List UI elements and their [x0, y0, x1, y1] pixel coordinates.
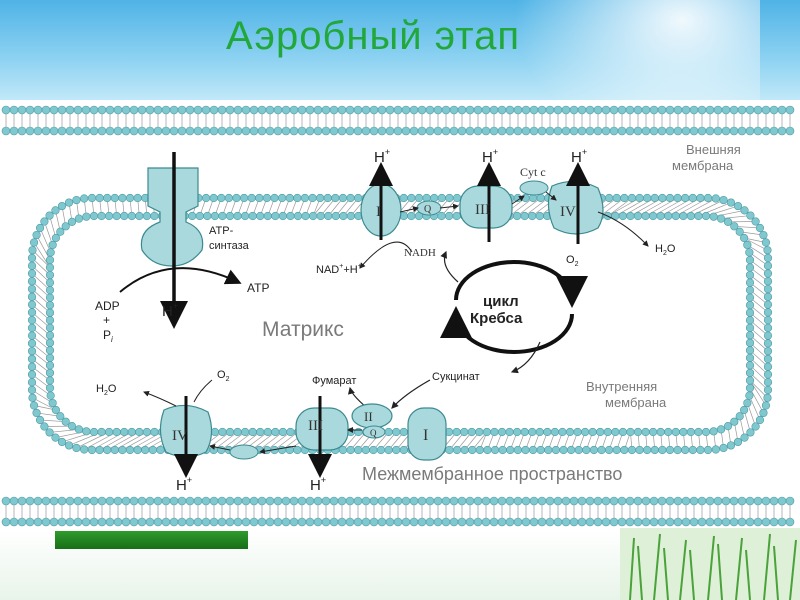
- h-plus-synthase: H+: [162, 301, 178, 320]
- outer-membrane-label-2: мембрана: [672, 158, 734, 173]
- pi-label: Pi: [103, 328, 113, 344]
- q-bottom: [362, 425, 386, 439]
- inner-membrane-label-1: Внутренняя: [586, 379, 657, 394]
- q-top-label: Q: [424, 204, 432, 215]
- outer-membrane: [1, 105, 795, 527]
- h-plus-bottom-1: H+: [176, 475, 192, 494]
- adp-plus: +: [103, 313, 110, 327]
- complex-III-top-label: III: [475, 202, 490, 218]
- complex-I-bottom-label: I: [423, 427, 428, 444]
- h-plus-top-3: H+: [571, 147, 587, 166]
- mitochondria-diagram: Внешняя мембрана Внутренняя мембрана Мат…: [1, 105, 795, 527]
- krebs-cycle: [440, 260, 588, 354]
- complex-I-top-label: I: [376, 204, 381, 220]
- sky-background: [0, 0, 800, 160]
- green-bar: [55, 531, 248, 549]
- cyt-c-top: [519, 180, 549, 196]
- q-bottom-label: Q: [370, 428, 377, 438]
- complex-IV-top-label: IV: [560, 204, 576, 220]
- krebs-label-2: Кребса: [470, 310, 523, 327]
- cyt-c-bottom: [229, 444, 259, 460]
- complex-III-bottom-label: III: [308, 418, 323, 434]
- matrix-label: Матрикс: [262, 318, 344, 341]
- complex-IV-bottom-label: IV: [172, 428, 188, 444]
- o2-bottom-label: O2: [217, 369, 230, 383]
- complex-III-top: [459, 185, 513, 229]
- cyt-c-label: Cyt c: [520, 165, 546, 179]
- h2o-top-label: H2O: [655, 243, 676, 257]
- atp-label: ATP: [247, 281, 269, 295]
- h2o-bottom-label: H2O: [96, 383, 117, 397]
- o2-top-label: O2: [566, 254, 579, 268]
- nadh-label: NADH: [404, 247, 436, 259]
- complex-I-bottom: [407, 407, 447, 461]
- inner-membrane-label-2: мембрана: [605, 395, 667, 410]
- h-plus-bottom-2: H+: [310, 475, 326, 494]
- outer-membrane-label-1: Внешняя: [686, 142, 741, 157]
- complex-II-bottom-label: II: [364, 409, 373, 424]
- h-plus-top-2: H+: [482, 147, 498, 166]
- atp-synthase-label-1: ATP-: [209, 225, 234, 237]
- atp-synthase: [140, 167, 204, 267]
- atp-synthase-label-2: синтаза: [209, 240, 250, 252]
- grass-decoration: [620, 528, 800, 600]
- h-plus-top-1: H+: [374, 147, 390, 166]
- fumarate-label: Фумарат: [312, 375, 356, 387]
- nad-label: NAD++H+: [316, 263, 362, 276]
- adp-label: ADP: [95, 299, 120, 313]
- succinate-label: Сукцинат: [432, 371, 480, 383]
- krebs-label-1: цикл: [483, 293, 519, 310]
- adp-to-atp-arrow: [119, 267, 242, 293]
- inner-membrane: [27, 193, 773, 455]
- diagram-panel: [0, 100, 800, 535]
- page-title: Аэробный этап: [226, 14, 520, 58]
- intermembrane-label: Межмембранное пространство: [362, 464, 622, 484]
